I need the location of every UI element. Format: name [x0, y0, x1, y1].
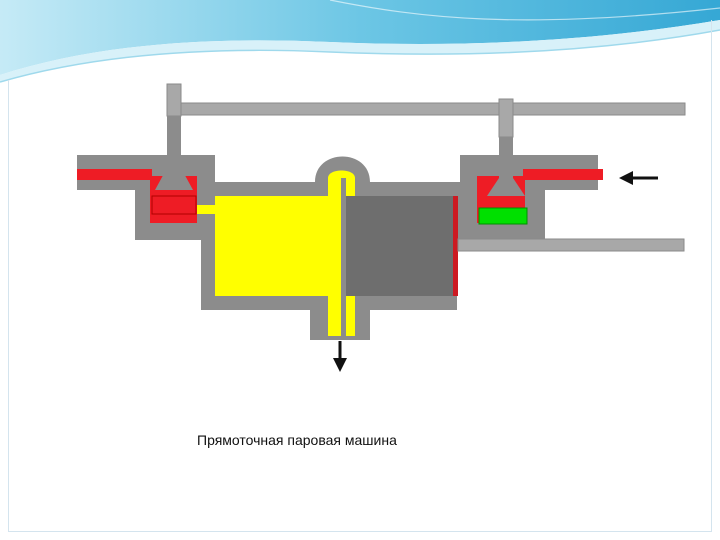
left-inlet-pipe — [77, 169, 152, 180]
piston-divider — [341, 178, 346, 338]
cylinder-steam-yellow — [215, 196, 343, 296]
left-valve-stem — [155, 116, 193, 190]
valve-rod — [169, 102, 686, 116]
diagram-caption: Прямоточная паровая машина — [197, 432, 397, 448]
right-inlet-pipe — [523, 169, 603, 180]
left-valve-closed — [151, 195, 197, 215]
inlet-arrow — [619, 171, 658, 185]
piston-rod — [457, 238, 685, 252]
left-valve-stem-top — [166, 83, 182, 117]
right-valve-open — [478, 207, 528, 225]
frame-bottom-line — [8, 531, 712, 532]
frame-left-line — [8, 80, 9, 532]
header-wave-decoration — [0, 0, 720, 83]
right-valve-stem — [487, 137, 525, 196]
steam-engine-diagram — [77, 83, 686, 372]
piston-face-red — [453, 196, 458, 296]
piston — [343, 196, 453, 296]
right-valve-stem-top — [498, 98, 514, 138]
left-port-yellow — [197, 205, 217, 214]
frame-right-line — [711, 20, 712, 532]
exhaust-arrow — [333, 341, 347, 372]
